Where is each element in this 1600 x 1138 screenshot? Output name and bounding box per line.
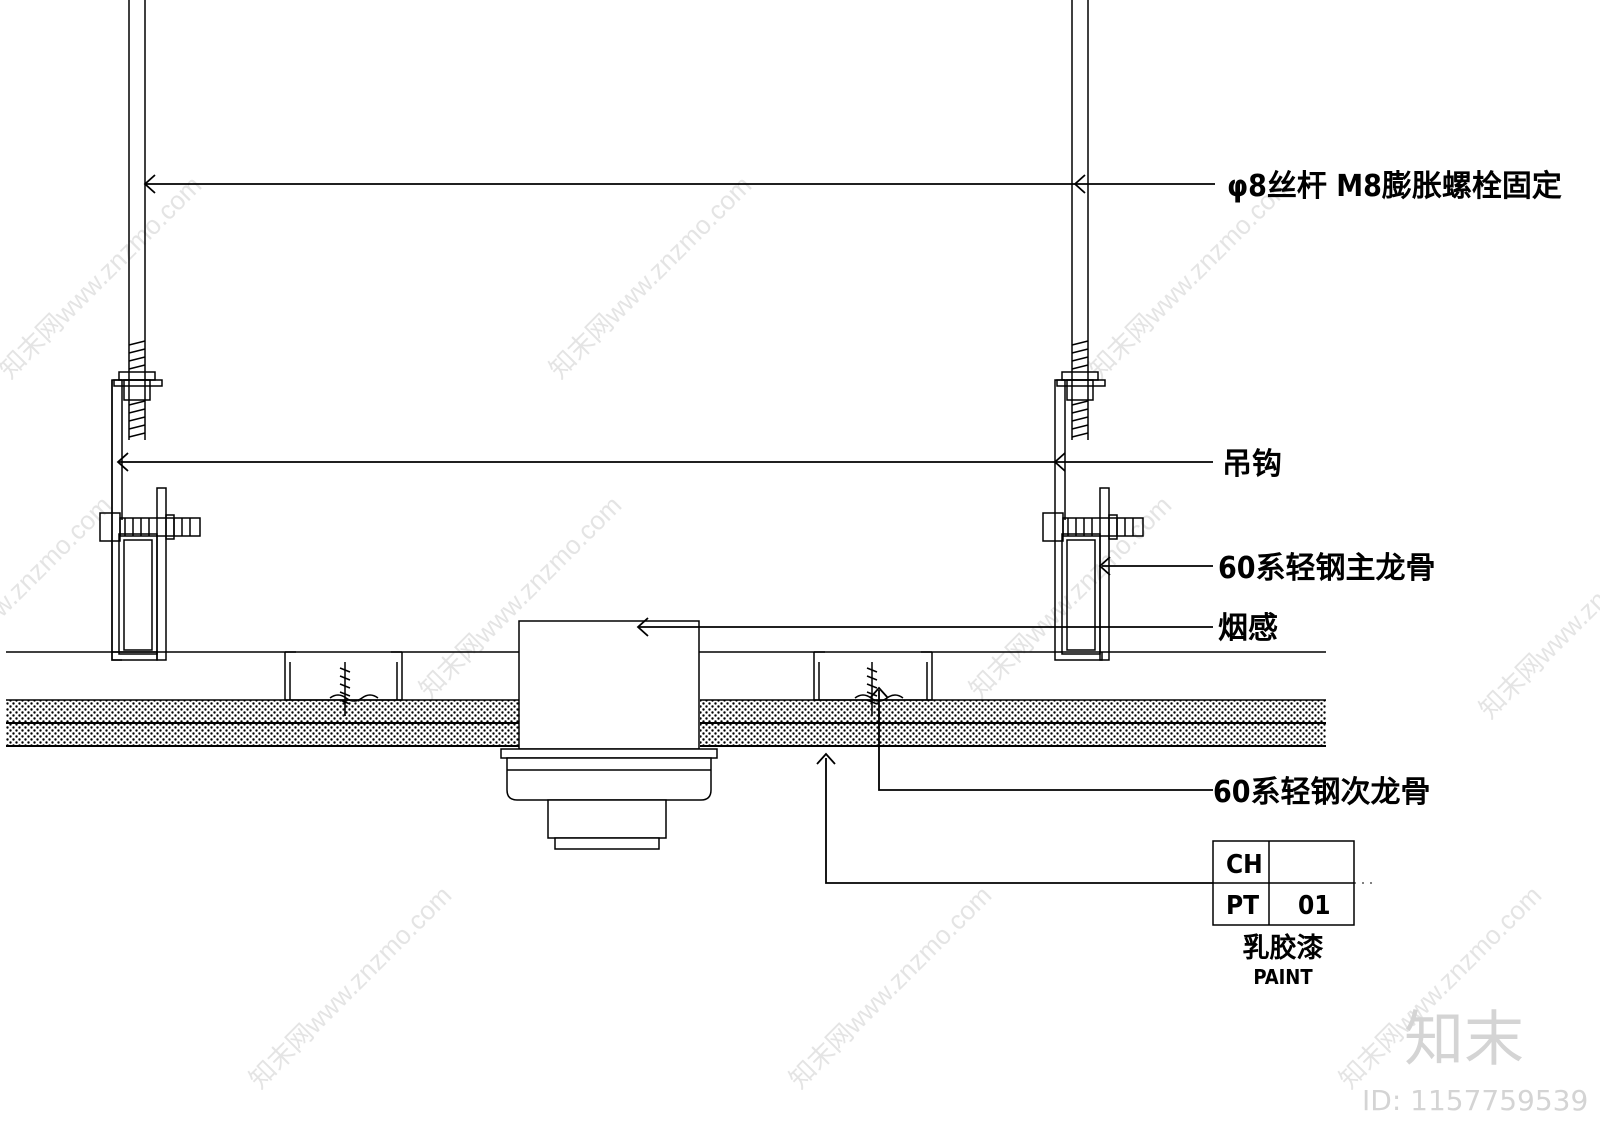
legend-code-ch: CH	[1226, 850, 1263, 880]
image-id: ID: 1157759539	[1362, 1084, 1588, 1117]
watermark-text: 知末网www.znzmo.com	[963, 490, 1177, 704]
legend-number: 01	[1298, 891, 1331, 921]
smoke-detector-label: 烟感	[1218, 611, 1278, 646]
leader-lines	[116, 174, 1215, 884]
legend-material-cn: 乳胶漆	[1243, 932, 1324, 964]
hook-label: 吊钩	[1222, 447, 1282, 482]
watermark-text: 知末网www.znzmo.com	[783, 880, 997, 1094]
smoke-detector	[500, 620, 718, 850]
watermark-layer: 知末网www.znzmo.com 知末网www.znzmo.com 知末网www…	[0, 170, 1600, 1094]
gypsum-board	[6, 699, 1326, 747]
watermark-text: 知末网www.znzmo.com	[1473, 510, 1600, 724]
brand-logo: 知末	[1404, 1005, 1524, 1075]
legend-material-en: PAINT	[1253, 965, 1313, 989]
watermark-text: 知末网www.znzmo.com	[243, 880, 457, 1094]
hanger-assembly-left	[99, 0, 201, 661]
main-keel-label: 60系轻钢主龙骨	[1218, 551, 1436, 586]
material-legend: CH PT 01 乳胶漆 PAINT	[1212, 840, 1378, 989]
hanger-assembly-right	[1042, 0, 1144, 661]
watermark-text: 知末网www.znzmo.com	[0, 170, 207, 384]
secondary-keel-left	[284, 651, 403, 716]
sub-keel-label: 60系轻钢次龙骨	[1213, 775, 1431, 810]
legend-code-pt: PT	[1226, 891, 1259, 921]
watermark-text: 知末网www.znzmo.com	[543, 170, 757, 384]
rod-label: φ8丝杆 M8膨胀螺栓固定	[1227, 169, 1562, 204]
